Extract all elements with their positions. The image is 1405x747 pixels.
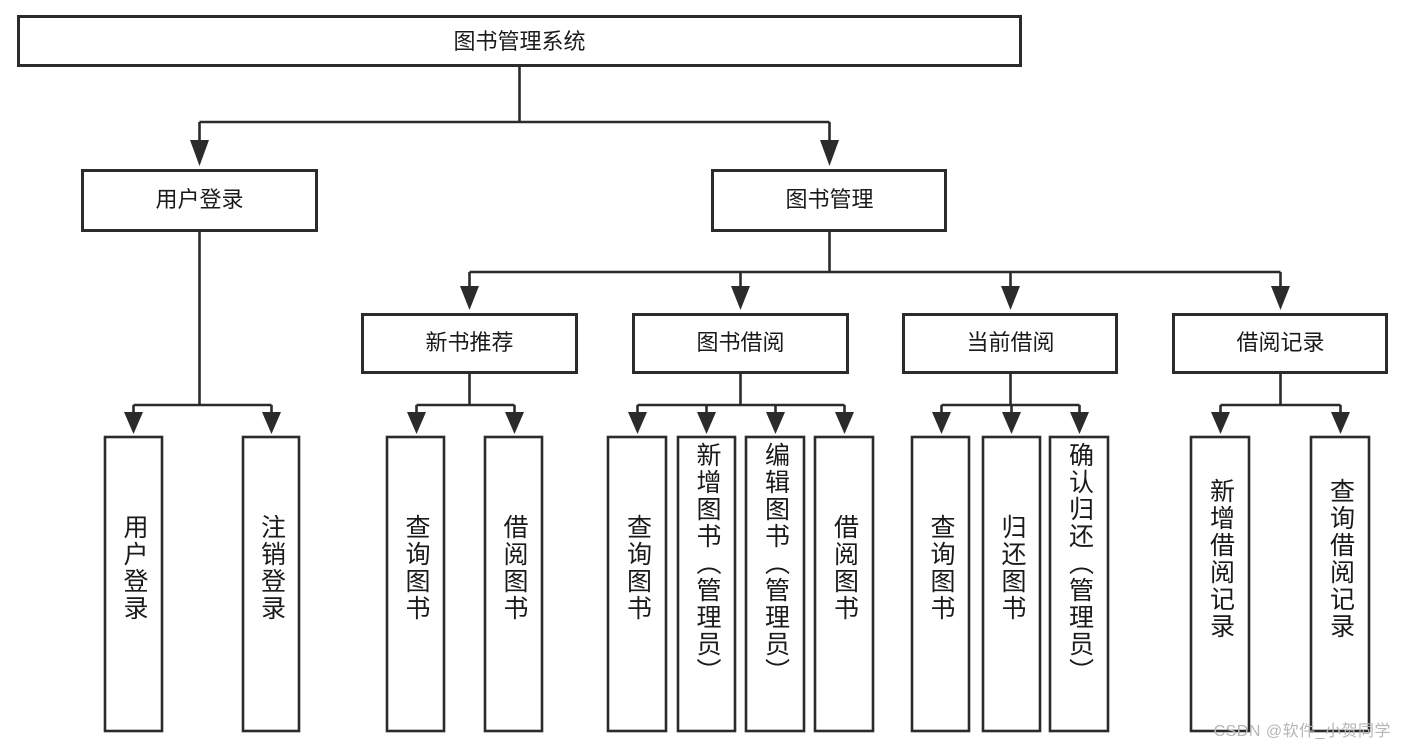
arrow-head-icon	[1331, 412, 1350, 434]
arrow-head-icon	[766, 412, 785, 434]
node-book-borrow[interactable]: 图书借阅	[632, 313, 849, 374]
node-borrow-records-label: 借阅记录	[1236, 330, 1324, 355]
node-root-label: 图书管理系统	[453, 29, 585, 54]
node-borrow-records-box[interactable]	[1172, 313, 1388, 374]
node-book-borrow-box[interactable]	[632, 313, 849, 374]
node-root-box[interactable]	[17, 15, 1022, 67]
arrow-head-icon	[628, 412, 647, 434]
leaf-box[interactable]	[981, 435, 1042, 733]
leaf-box[interactable]	[676, 435, 737, 733]
node-book-borrow-label: 图书借阅	[696, 330, 784, 355]
connector-group-records-to-leaves	[1211, 374, 1350, 434]
arrow-head-icon	[460, 286, 479, 310]
leaf-box[interactable]	[103, 435, 164, 733]
leaf-box[interactable]	[241, 435, 301, 733]
arrow-head-icon	[1070, 412, 1089, 434]
leaf-box[interactable]	[606, 435, 668, 733]
connector-group-root-to-level2	[190, 67, 839, 166]
leaf-box[interactable]	[385, 435, 446, 733]
node-borrow-records[interactable]: 借阅记录	[1172, 313, 1388, 374]
node-book-management-box[interactable]	[711, 169, 947, 232]
node-user-login-box[interactable]	[81, 169, 318, 232]
leaf-box[interactable]	[483, 435, 544, 733]
connector-group-level2-to-level3	[460, 232, 1290, 310]
connector-group-userlogin-to-leaves	[124, 232, 281, 434]
arrow-head-icon	[190, 140, 209, 166]
arrow-head-icon	[1001, 286, 1020, 310]
arrow-head-icon	[124, 412, 143, 434]
arrow-head-icon	[731, 286, 750, 310]
leaf-box[interactable]	[1189, 435, 1251, 733]
node-user-login[interactable]: 用户登录	[81, 169, 318, 232]
arrow-head-icon	[262, 412, 281, 434]
arrow-head-icon	[407, 412, 426, 434]
node-book-management[interactable]: 图书管理	[711, 169, 947, 232]
node-book-management-label: 图书管理	[785, 187, 873, 212]
leaf-box[interactable]	[1309, 435, 1371, 733]
leaf-box[interactable]	[1048, 435, 1110, 733]
connector-group-borrow-to-leaves	[628, 374, 854, 434]
arrow-head-icon	[697, 412, 716, 434]
node-new-book-recommend-box[interactable]	[361, 313, 578, 374]
node-root[interactable]: 图书管理系统	[17, 15, 1022, 67]
arrow-head-icon	[505, 412, 524, 434]
node-current-borrow-label: 当前借阅	[966, 330, 1054, 355]
node-current-borrow[interactable]: 当前借阅	[902, 313, 1118, 374]
connector-group-current-to-leaves	[932, 374, 1089, 434]
arrow-head-icon	[835, 412, 854, 434]
leaf-box[interactable]	[744, 435, 806, 733]
node-new-book-recommend[interactable]: 新书推荐	[361, 313, 578, 374]
arrow-head-icon	[1271, 286, 1290, 310]
leaf-box[interactable]	[813, 435, 875, 733]
connector-group-newbook-to-leaves	[407, 374, 524, 434]
node-new-book-recommend-label: 新书推荐	[425, 330, 513, 355]
watermark-text: CSDN @软件_小贺同学	[1213, 723, 1391, 740]
leaf-box-group	[103, 435, 1371, 733]
node-current-borrow-box[interactable]	[902, 313, 1118, 374]
leaf-box[interactable]	[910, 435, 971, 733]
arrow-head-icon	[820, 140, 839, 166]
arrow-head-icon	[1211, 412, 1230, 434]
node-user-login-label: 用户登录	[155, 187, 243, 212]
arrow-head-icon	[1002, 412, 1021, 434]
arrow-head-icon	[932, 412, 951, 434]
